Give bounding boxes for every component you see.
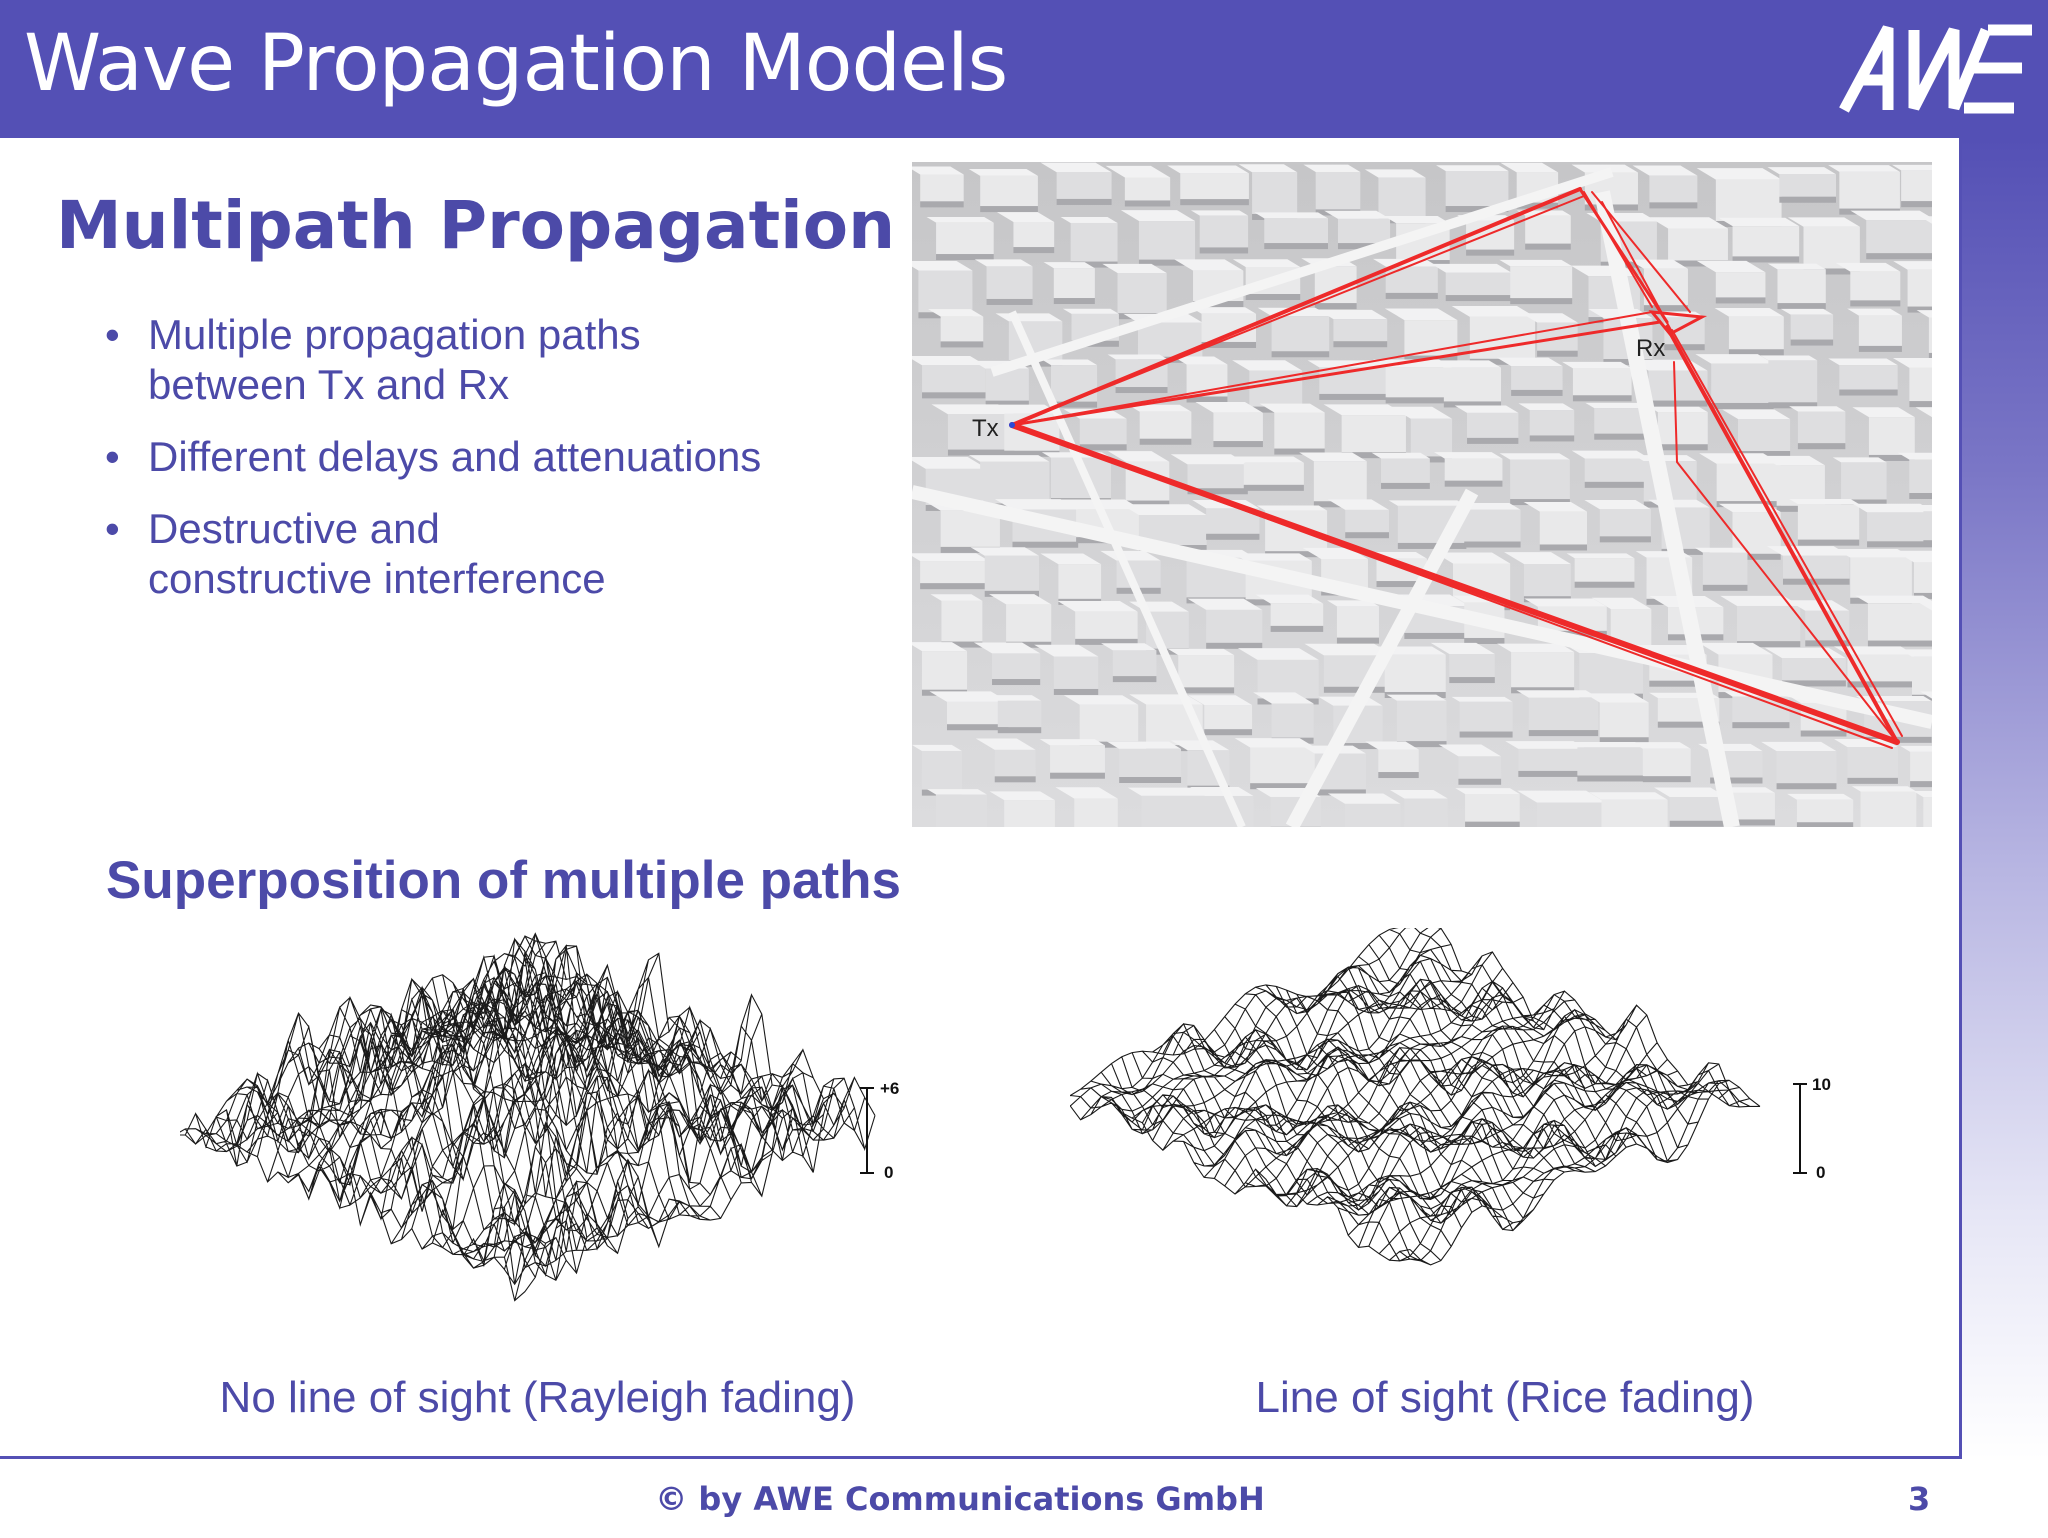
footer-copyright: © by AWE Communications GmbH	[655, 1480, 1265, 1518]
rayleigh-fading-surface-plot: +6 0	[174, 928, 920, 1348]
rayleigh-caption: No line of sight (Rayleigh fading)	[219, 1373, 856, 1422]
rx-label: Rx	[1636, 335, 1665, 362]
tx-marker	[1009, 422, 1015, 428]
streets	[912, 167, 1932, 827]
scale-bottom-label: 0	[884, 1163, 893, 1182]
bullet-dot: •	[105, 505, 120, 552]
bullet-text: Different delays and attenuations	[148, 433, 762, 480]
decorative-gradient-band	[1962, 138, 2048, 1460]
city-ray-tracing-image: Tx Rx	[912, 162, 1932, 827]
bullet-text: Destructive and constructive interferenc…	[148, 505, 606, 602]
content-frame	[0, 138, 1962, 1459]
slide-title: Wave Propagation Models	[24, 19, 1008, 109]
bullet-item: • Multiple propagation paths between Tx a…	[105, 310, 928, 410]
scale-bar	[860, 1087, 874, 1174]
surface-mesh	[174, 932, 876, 1302]
page-number: 3	[1908, 1480, 1931, 1518]
awe-logo	[1839, 24, 2032, 114]
bullet-dot: •	[105, 311, 120, 358]
bullet-text: Multiple propagation paths between Tx an…	[148, 311, 641, 408]
bullet-dot: •	[105, 433, 120, 480]
ray-paths	[1009, 187, 1903, 749]
tx-label: Tx	[972, 415, 999, 442]
rayleigh-surface-svg: +6 0	[174, 932, 899, 1302]
surface-mesh	[1059, 921, 1761, 1266]
city-model-illustration: Tx Rx	[912, 162, 1932, 827]
rice-surface-svg: 10 0	[1059, 921, 1831, 1266]
bullet-list: • Multiple propagation paths between Tx a…	[105, 310, 928, 626]
scale-bottom-label: 0	[1816, 1163, 1825, 1182]
mesh-lines	[174, 932, 876, 1302]
scale-bar	[1793, 1083, 1807, 1174]
bullet-item: • Destructive and constructive interferen…	[105, 504, 928, 604]
scale-top-label: 10	[1812, 1075, 1831, 1094]
subtitle-superposition: Superposition of multiple paths	[106, 851, 901, 910]
section-title: Multipath Propagation	[56, 187, 896, 264]
rice-fading-surface-plot: 10 0	[1059, 921, 1840, 1348]
bullet-item: • Different delays and attenuations	[105, 432, 928, 482]
scale-top-label: +6	[880, 1079, 899, 1098]
building-blocks	[912, 162, 1932, 827]
slide-header: Wave Propagation Models	[0, 0, 2048, 138]
rice-caption: Line of sight (Rice fading)	[1255, 1373, 1755, 1422]
mesh-lines	[1059, 921, 1761, 1266]
